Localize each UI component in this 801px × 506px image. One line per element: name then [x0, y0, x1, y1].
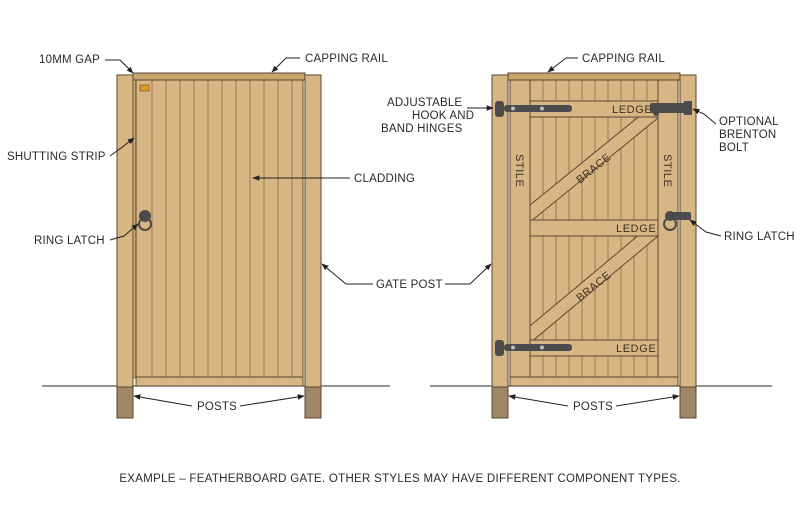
- leader-ring-latch-left: [109, 223, 139, 241]
- leader-lines: [105, 57, 722, 407]
- label-cladding: CLADDING: [354, 173, 415, 185]
- leader-bolt: [692, 108, 717, 125]
- label-ring-latch-left: RING LATCH: [34, 235, 105, 247]
- left-gate-hinge-post-footing: [116, 386, 134, 419]
- leader-posts-left-a: [133, 394, 193, 407]
- right-gate-capping-rail: [507, 72, 681, 81]
- left-gate-boards: [151, 80, 293, 377]
- right-gate-bottom-rail: [509, 376, 679, 387]
- label-capping-rail-right: CAPPING RAIL: [582, 53, 665, 65]
- latch-plate-icon: [139, 84, 150, 92]
- label-posts-right: POSTS: [573, 401, 613, 413]
- hinge-top-icon: [495, 101, 572, 117]
- left-gate-bottom-rail: [135, 376, 304, 387]
- ledge-bottom-label: LEDGE: [616, 343, 656, 355]
- label-capping-rail-left: CAPPING RAIL: [305, 53, 388, 65]
- stile-right-label: STILE: [661, 154, 673, 188]
- leader-gate-post-left: [321, 263, 373, 285]
- leader-capping-rail-left: [271, 57, 300, 73]
- label-10mm-gap: 10MM GAP: [39, 54, 100, 66]
- diagram-caption: EXAMPLE – FEATHERBOARD GATE. OTHER STYLE…: [119, 473, 680, 485]
- leader-posts-left-b: [239, 394, 305, 407]
- right-gate-latch-post: [679, 74, 697, 388]
- right-ring-latch-icon: [663, 211, 691, 231]
- label-hinges-line3: BAND HINGES: [381, 123, 463, 135]
- label-ring-latch-right: RING LATCH: [724, 231, 795, 243]
- ledge-middle-label: LEDGE: [616, 223, 656, 235]
- right-gate: STILE STILE LEDGE LEDGE LEDGE BRACE BRAC…: [491, 72, 697, 419]
- ledge-top-label: LEDGE: [612, 104, 652, 116]
- leader-capping-rail-right: [547, 57, 578, 73]
- label-bolt-line2: BRENTON: [719, 129, 776, 141]
- leader-posts-right-a: [508, 394, 569, 407]
- label-hinges-line2: HOOK AND: [412, 110, 474, 122]
- label-shutting-strip: SHUTTING STRIP: [7, 151, 106, 163]
- label-gate-post: GATE POST: [376, 279, 443, 291]
- leader-gap: [105, 59, 134, 74]
- brenton-bolt-icon: [650, 101, 692, 116]
- label-posts-left: POSTS: [197, 401, 237, 413]
- label-bolt-line1: OPTIONAL: [719, 116, 779, 128]
- right-gate-latch-post-footing: [679, 386, 697, 419]
- hinge-bottom-icon: [495, 340, 572, 356]
- right-gate-stile-left: [509, 79, 531, 378]
- label-hinges-line1: ADJUSTABLE: [387, 97, 462, 109]
- right-gate-ledge-middle: [529, 219, 659, 237]
- leader-shutting-strip: [109, 137, 135, 157]
- leader-ring-latch-right: [689, 219, 722, 237]
- left-ring-latch-icon: [138, 210, 152, 231]
- leader-gate-post-right: [445, 263, 492, 285]
- stile-left-label: STILE: [513, 154, 525, 188]
- right-gate-brace-upper: [529, 99, 659, 224]
- left-gate-capping-rail: [132, 72, 306, 81]
- right-gate-hinge-post-footing: [491, 386, 509, 419]
- left-gate-latch-post: [304, 74, 322, 388]
- left-gate-latch-post-footing: [304, 386, 322, 419]
- label-bolt-line3: BOLT: [719, 142, 749, 154]
- leader-posts-right-b: [615, 394, 680, 407]
- left-gate-cladding: [135, 79, 304, 378]
- left-gate: [116, 72, 322, 419]
